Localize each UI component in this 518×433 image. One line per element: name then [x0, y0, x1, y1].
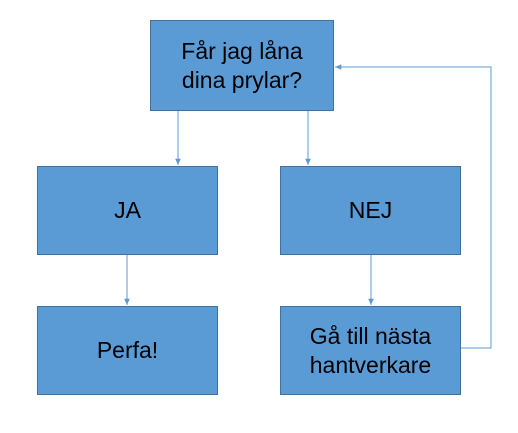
question-node-label: Får jag låna dina prylar?: [181, 37, 303, 93]
no-node: NEJ: [280, 166, 461, 255]
question-node: Får jag låna dina prylar?: [150, 20, 334, 111]
yes-result-node: Perfa!: [37, 306, 218, 395]
yes-node: JA: [37, 166, 218, 255]
no-node-label: NEJ: [348, 197, 393, 223]
yes-node-label: JA: [114, 197, 141, 223]
yes-result-node-label: Perfa!: [96, 337, 159, 363]
no-result-node-label: Gå till nästa hantverkare: [309, 322, 432, 378]
no-result-node: Gå till nästa hantverkare: [280, 306, 461, 395]
edge-no-result-to-question: [335, 64, 492, 349]
